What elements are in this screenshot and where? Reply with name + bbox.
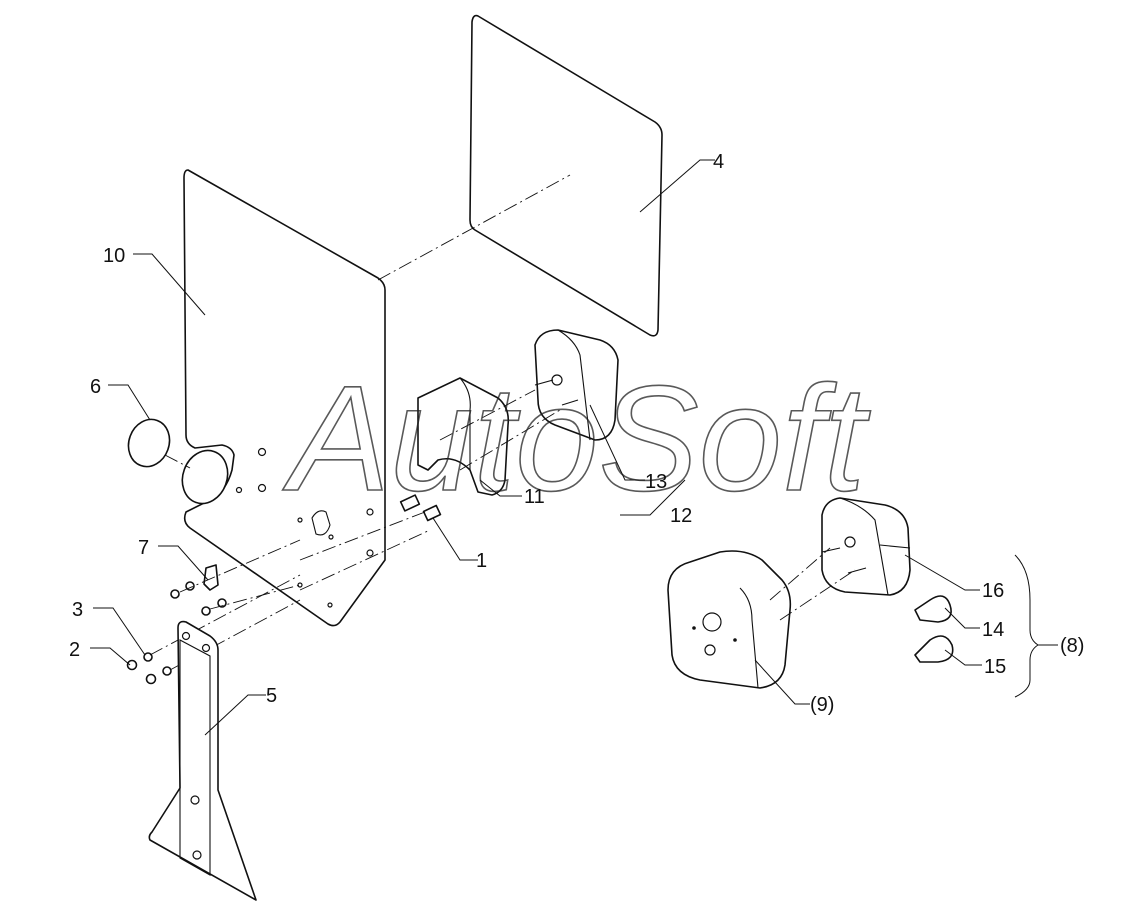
callout-16: 16 — [982, 580, 1004, 602]
leader-6 — [108, 384, 151, 421]
part-9-housing — [667, 550, 792, 689]
axis-line-9-16 — [769, 547, 831, 601]
callout-2: 2 — [69, 639, 80, 661]
panel-hole — [366, 508, 374, 516]
panel-hole — [257, 483, 267, 493]
part-14-bulb — [914, 595, 952, 623]
leader-4 — [639, 159, 715, 213]
part-15-bulb — [914, 635, 954, 663]
housing-dot — [733, 638, 737, 642]
fastener-group-upper — [170, 581, 227, 616]
part-6-reflector-front — [127, 418, 171, 468]
axis-line-6 — [164, 454, 191, 469]
leader-16 — [904, 554, 980, 591]
brace-group-8 — [1014, 554, 1039, 698]
axis-line-10-4 — [377, 174, 571, 281]
part-11-housing — [417, 377, 510, 496]
bracket-hole — [190, 795, 200, 805]
part-9-housing-edge — [739, 587, 759, 689]
panel-hole — [297, 582, 303, 588]
part-16-lamp-side — [839, 497, 889, 596]
leader-5 — [204, 694, 266, 736]
leader-15 — [944, 649, 982, 666]
housing-dot — [692, 626, 696, 630]
part-6-reflector-back — [181, 449, 229, 505]
bracket-hole — [201, 643, 211, 653]
callout-1: 1 — [476, 550, 487, 572]
callout-6: 6 — [90, 376, 101, 398]
panel-hole — [235, 486, 243, 494]
leader-1 — [432, 517, 478, 561]
lamp-stud — [821, 547, 841, 553]
axis-line-12b — [459, 409, 561, 471]
axis-line-bolts — [299, 511, 426, 561]
housing-socket-hole — [704, 644, 716, 656]
part-5-bracket — [148, 620, 257, 901]
leader-14 — [944, 607, 980, 629]
watermark-text: AutoSoft — [282, 354, 871, 522]
callout-11: 11 — [524, 486, 545, 508]
leader-7 — [158, 545, 209, 581]
leader-12 — [620, 479, 686, 516]
axis-line-fasteners3 — [149, 574, 301, 656]
panel-hole — [366, 549, 374, 557]
leader-9 — [754, 659, 810, 705]
part-4-plate — [469, 14, 663, 337]
callout-14: 14 — [982, 619, 1004, 641]
axis-line-12 — [439, 389, 536, 441]
axis-line-fasteners — [179, 539, 301, 593]
panel-hole — [297, 517, 303, 523]
callout-13: 13 — [645, 471, 667, 493]
bracket-hole — [181, 631, 191, 641]
panel-hole — [257, 447, 267, 457]
bracket-hole — [192, 850, 202, 860]
leader-2 — [90, 647, 131, 666]
callout-3: 3 — [72, 599, 83, 621]
panel-hole — [327, 602, 333, 608]
lamp-stud — [534, 379, 554, 386]
housing-socket-hole — [702, 612, 722, 632]
callout-10: 10 — [103, 245, 125, 267]
part-13-bolt — [399, 494, 421, 512]
callout-4: 4 — [713, 151, 724, 173]
part-12-lamp-side — [557, 329, 591, 441]
callout-8: (8) — [1060, 635, 1084, 657]
leader-11 — [479, 479, 522, 497]
leader-10 — [133, 253, 206, 316]
callout-9: (9) — [810, 694, 834, 716]
axis-line-fasteners2 — [209, 584, 301, 610]
part-16-lamp-band — [879, 544, 911, 549]
callout-12: 12 — [670, 505, 692, 527]
leader-3 — [93, 607, 146, 656]
lamp-socket-hole — [844, 536, 856, 548]
axis-line-9-16b — [779, 569, 856, 621]
panel-hole — [328, 534, 334, 540]
part-11-housing-edge — [459, 377, 471, 470]
callout-5: 5 — [266, 685, 277, 707]
part-1-bolt — [422, 504, 442, 522]
lamp-stud — [561, 399, 579, 406]
fastener-group-lower — [126, 652, 172, 685]
callout-15: 15 — [984, 656, 1006, 678]
part-10-flap-cutout — [311, 510, 331, 536]
callout-7: 7 — [138, 537, 149, 559]
leader-13 — [589, 404, 645, 481]
part-5-bracket-face — [179, 639, 211, 876]
part-16-lamp — [821, 497, 911, 596]
